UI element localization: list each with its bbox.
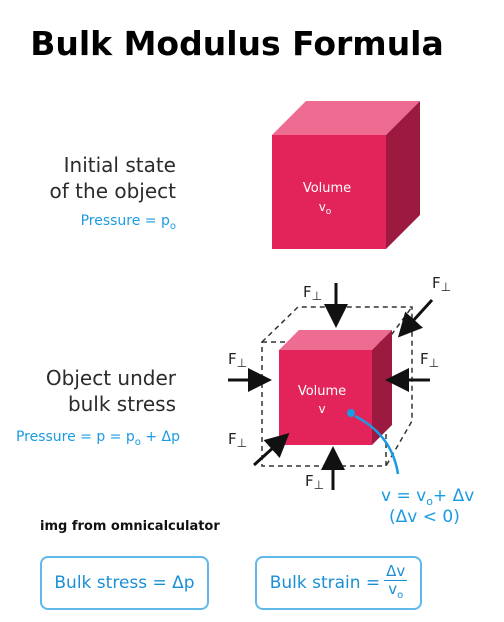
- initial-cube-volume-label: Volume: [303, 181, 351, 196]
- stressed-cube-volume-label: Volume: [298, 384, 346, 399]
- volume-equation-line1: v = vo+ Δv: [381, 486, 474, 508]
- initial-pressure: Pressure = po: [80, 213, 176, 232]
- initial-state-label: Initial state of the object: [20, 152, 176, 204]
- strain-fraction: Δv vo: [384, 561, 408, 601]
- initial-cube-volume-var: vo: [319, 200, 332, 217]
- initial-state-line2: of the object: [49, 179, 176, 203]
- force-label-bottom: F⊥: [305, 472, 324, 492]
- initial-cube: Volume vo: [272, 101, 420, 249]
- force-arrow-top-right: [397, 298, 434, 338]
- stressed-state-line2: bulk stress: [67, 392, 176, 416]
- volume-pointer-curve: [354, 414, 400, 475]
- bulk-stress-formula: Bulk stress = Δp: [40, 556, 209, 610]
- volume-point: [347, 409, 355, 417]
- force-arrow-bottom-left: [252, 432, 290, 467]
- stressed-cube: Volume v: [279, 330, 392, 445]
- stressed-state-label: Object under bulk stress: [20, 365, 176, 417]
- stressed-cube-volume-var: v: [318, 402, 325, 416]
- stressed-pressure: Pressure = p = po + Δp: [15, 429, 180, 448]
- image-credit: img from omnicalculator: [40, 519, 220, 534]
- volume-equation-line2: (Δv < 0): [389, 507, 460, 527]
- force-label-bottom-left: F⊥: [228, 430, 247, 450]
- force-label-top-right: F⊥: [432, 274, 451, 294]
- force-label-left: F⊥: [228, 350, 247, 370]
- stressed-state-line1: Object under: [45, 366, 176, 390]
- bulk-strain-formula: Bulk strain = Δv vo: [255, 556, 422, 610]
- initial-state-line1: Initial state: [63, 153, 176, 177]
- page-title: Bulk Modulus Formula: [30, 24, 444, 63]
- force-label-top: F⊥: [303, 283, 322, 303]
- force-label-right: F⊥: [420, 350, 439, 370]
